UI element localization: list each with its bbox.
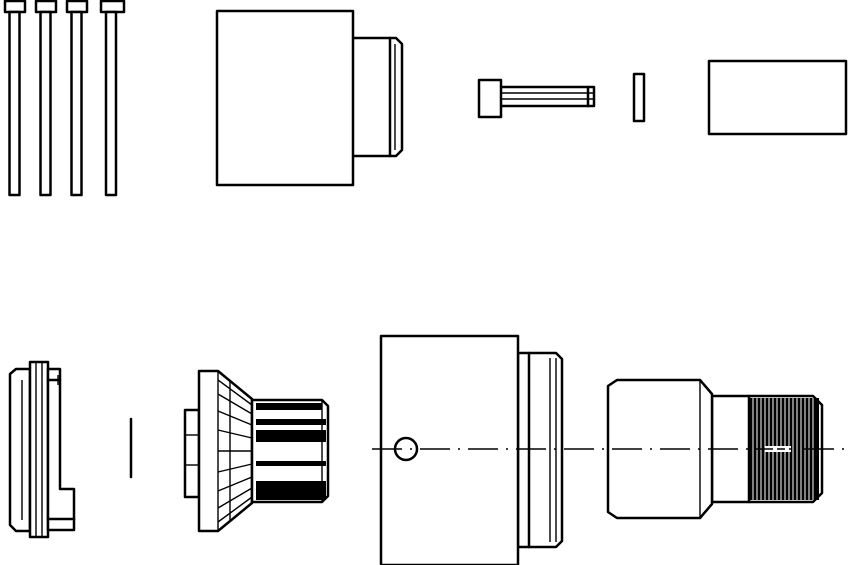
pin <box>477 78 596 119</box>
flanged-sleeve <box>8 360 76 539</box>
cap-screw <box>34 0 58 197</box>
housing-with-stub-shaft <box>215 9 404 187</box>
cap-screw <box>99 0 126 197</box>
splined-shaft <box>606 378 824 520</box>
main-housing <box>379 334 564 565</box>
cap-screw <box>3 0 27 197</box>
key <box>632 72 646 123</box>
spline-band <box>256 461 326 466</box>
rectangular-block <box>707 59 848 136</box>
spline-band <box>256 419 326 425</box>
gear-teeth <box>217 379 253 523</box>
spline-band <box>256 481 326 500</box>
cap-screw <box>65 0 89 197</box>
spline-band <box>256 403 322 410</box>
bevel-gear-with-spline <box>183 369 330 533</box>
cap-screw-set <box>3 0 126 197</box>
spline-band <box>256 430 326 442</box>
